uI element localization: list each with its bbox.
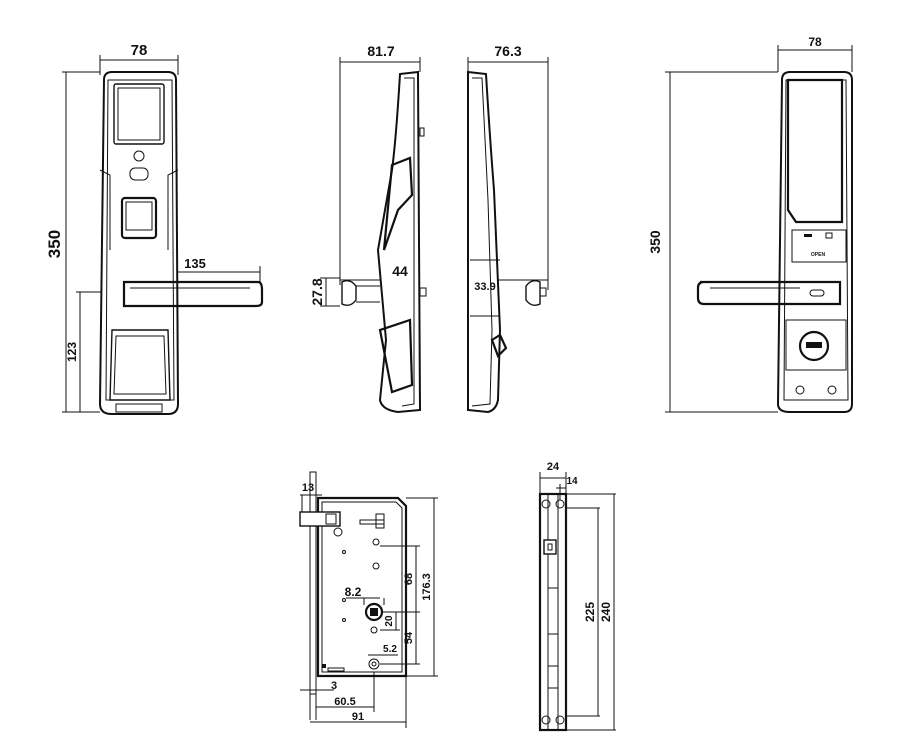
open-label: OPEN [811,252,826,258]
side-view-left: 81.7 27.8 44 [309,43,427,414]
backset-label: 60.5 [334,696,355,708]
faceplate-thickness-label: 3 [331,680,337,692]
spindle-label: 8.2 [345,585,362,599]
bolt-label: 13 [302,482,314,494]
side-view-right: 76.3 33.9 [467,43,549,414]
front-width-label: 78 [131,42,148,59]
mortise-body: 13 176.3 68 8.2 20 54 5.2 3 60.5 91 [299,471,438,728]
faceplate-inner-height-label: 225 [583,602,597,622]
back-height-label: 350 [647,230,663,254]
back-view: OPEN 350 78 [647,35,853,413]
faceplate-view: 24 14 225 240 [538,461,616,732]
right-depth-label: 76.3 [494,43,521,59]
right-handle-offset-label: 33.9 [474,281,495,293]
handle-height-label: 123 [65,342,79,362]
lower-spacing-label: 54 [403,631,415,644]
mortise-depth-label: 91 [352,711,364,723]
faceplate-height-label: 240 [599,602,613,622]
cylinder-label: 5.2 [383,644,397,655]
handle-length-label: 135 [184,256,206,271]
front-view: 78 350 135 123 [45,42,264,415]
left-depth-label: 81.7 [367,43,394,59]
spindle-offset-label: 20 [384,615,395,627]
mortise-height-label: 176.3 [421,573,433,601]
left-handle-offset-label: 44 [392,263,408,279]
handle-dia-label: 27.8 [309,278,325,305]
faceplate-inner-width-label: 14 [566,476,578,487]
faceplate-width-label: 24 [547,461,560,473]
front-height-label: 350 [45,230,64,258]
back-width-label: 78 [808,35,822,49]
upper-spacing-label: 68 [403,573,415,585]
